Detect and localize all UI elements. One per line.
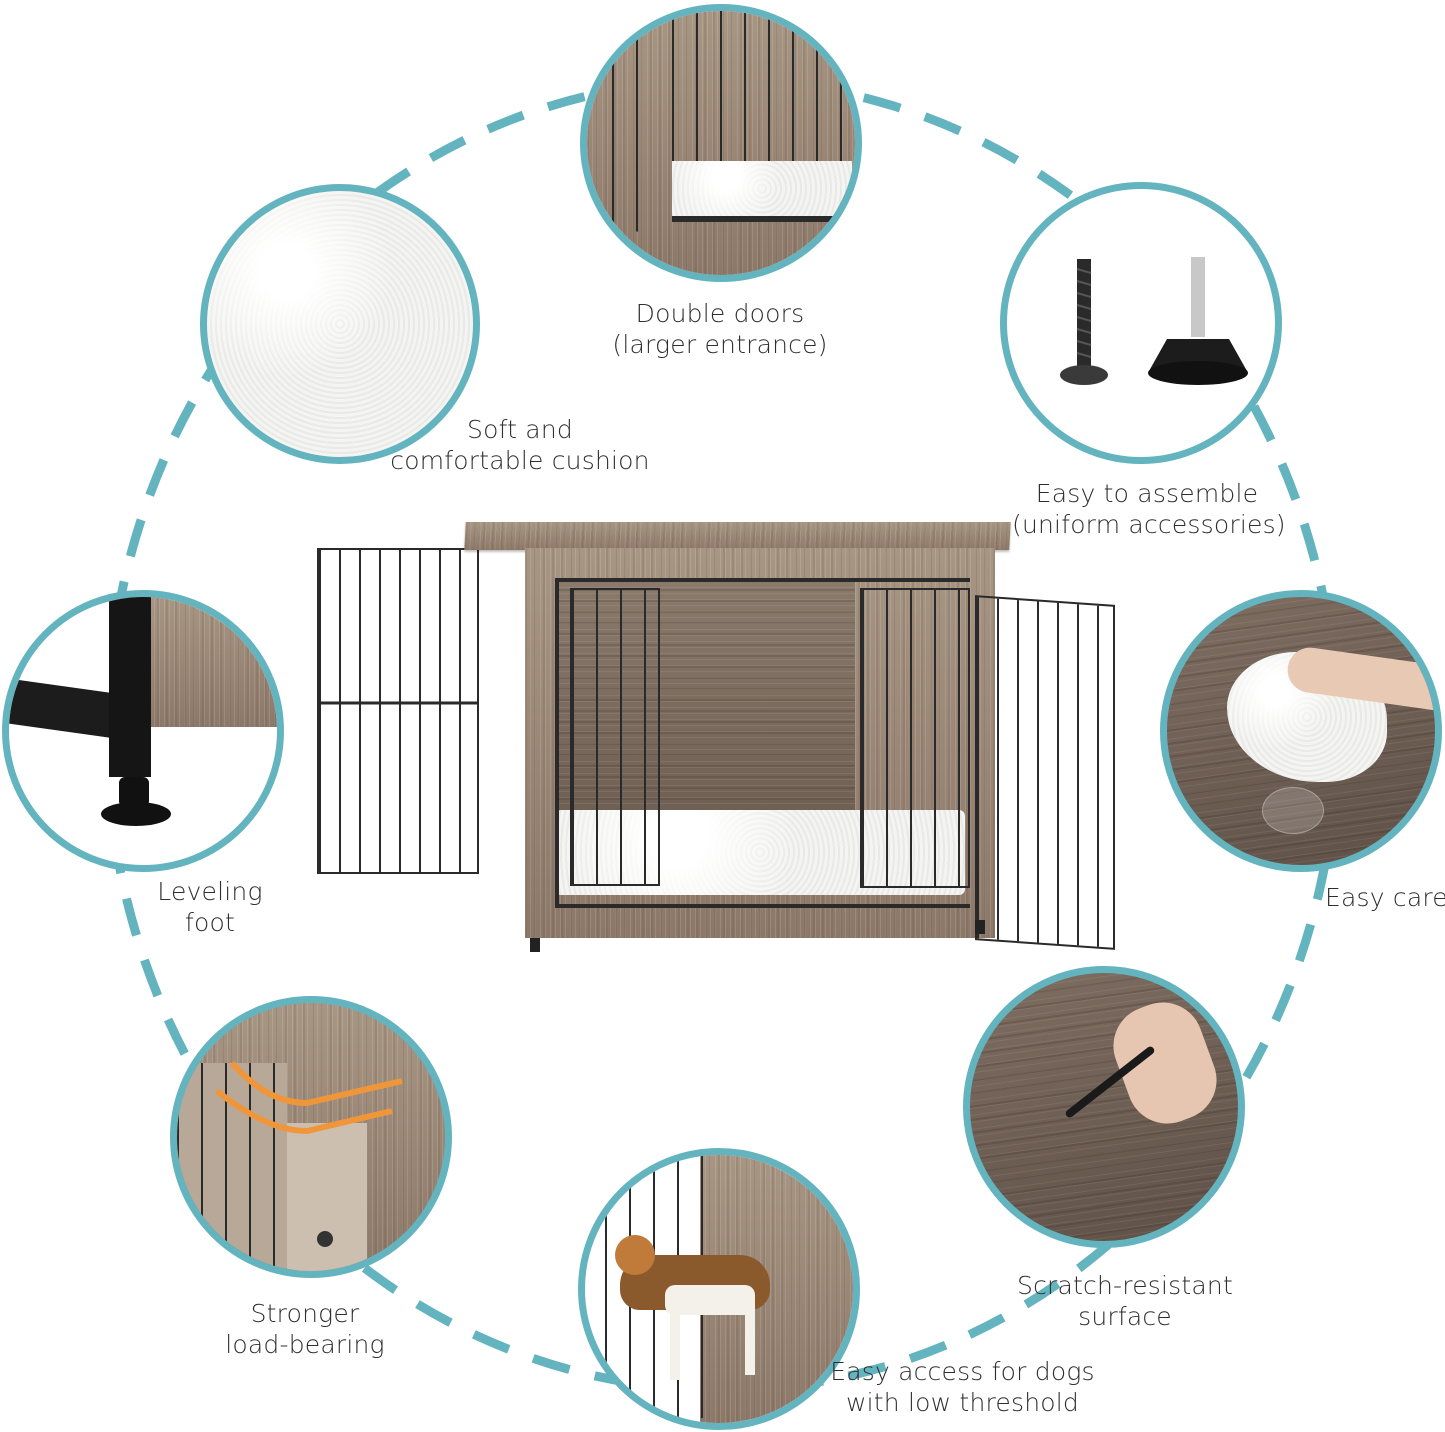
feature-label-easy-care: Easy care <box>1325 883 1445 912</box>
crate-foot <box>530 938 540 952</box>
feature-label-easy-access: Easy access for dogs with low threshold <box>830 1357 1095 1417</box>
screw-icon <box>1060 257 1248 385</box>
reinforcement-highlight-icon <box>215 1061 403 1135</box>
right-open-door <box>975 595 1115 950</box>
left-open-door <box>317 548 479 874</box>
feature-image-double-doors <box>580 4 862 282</box>
closed-inner-door <box>570 588 660 886</box>
feature-label-easy-assemble: Easy to assemble (uniform accessories) <box>1012 479 1286 539</box>
crate-top <box>464 522 1011 550</box>
feature-image-load-bearing <box>170 996 452 1278</box>
feature-label-soft-cushion: Soft and comfortable cushion <box>390 415 650 475</box>
feature-image-soft-cushion <box>200 184 480 464</box>
feature-label-leveling-foot: Leveling foot <box>157 877 263 937</box>
feature-image-easy-assemble <box>1000 182 1282 464</box>
center-product-image <box>315 520 1120 955</box>
feature-image-scratch-resistant <box>963 966 1245 1248</box>
side-door-grill <box>860 588 970 888</box>
feature-image-easy-access <box>578 1148 860 1430</box>
feature-label-double-doors: Double doors (larger entrance) <box>612 299 828 359</box>
crate-foot <box>975 920 985 934</box>
feature-image-leveling-foot <box>2 590 284 872</box>
feature-label-load-bearing: Stronger load-bearing <box>225 1299 385 1359</box>
crate-opening-frame <box>555 578 970 908</box>
feature-label-scratch-resistant: Scratch-resistant surface <box>1017 1271 1233 1331</box>
feature-image-easy-care <box>1160 590 1442 872</box>
